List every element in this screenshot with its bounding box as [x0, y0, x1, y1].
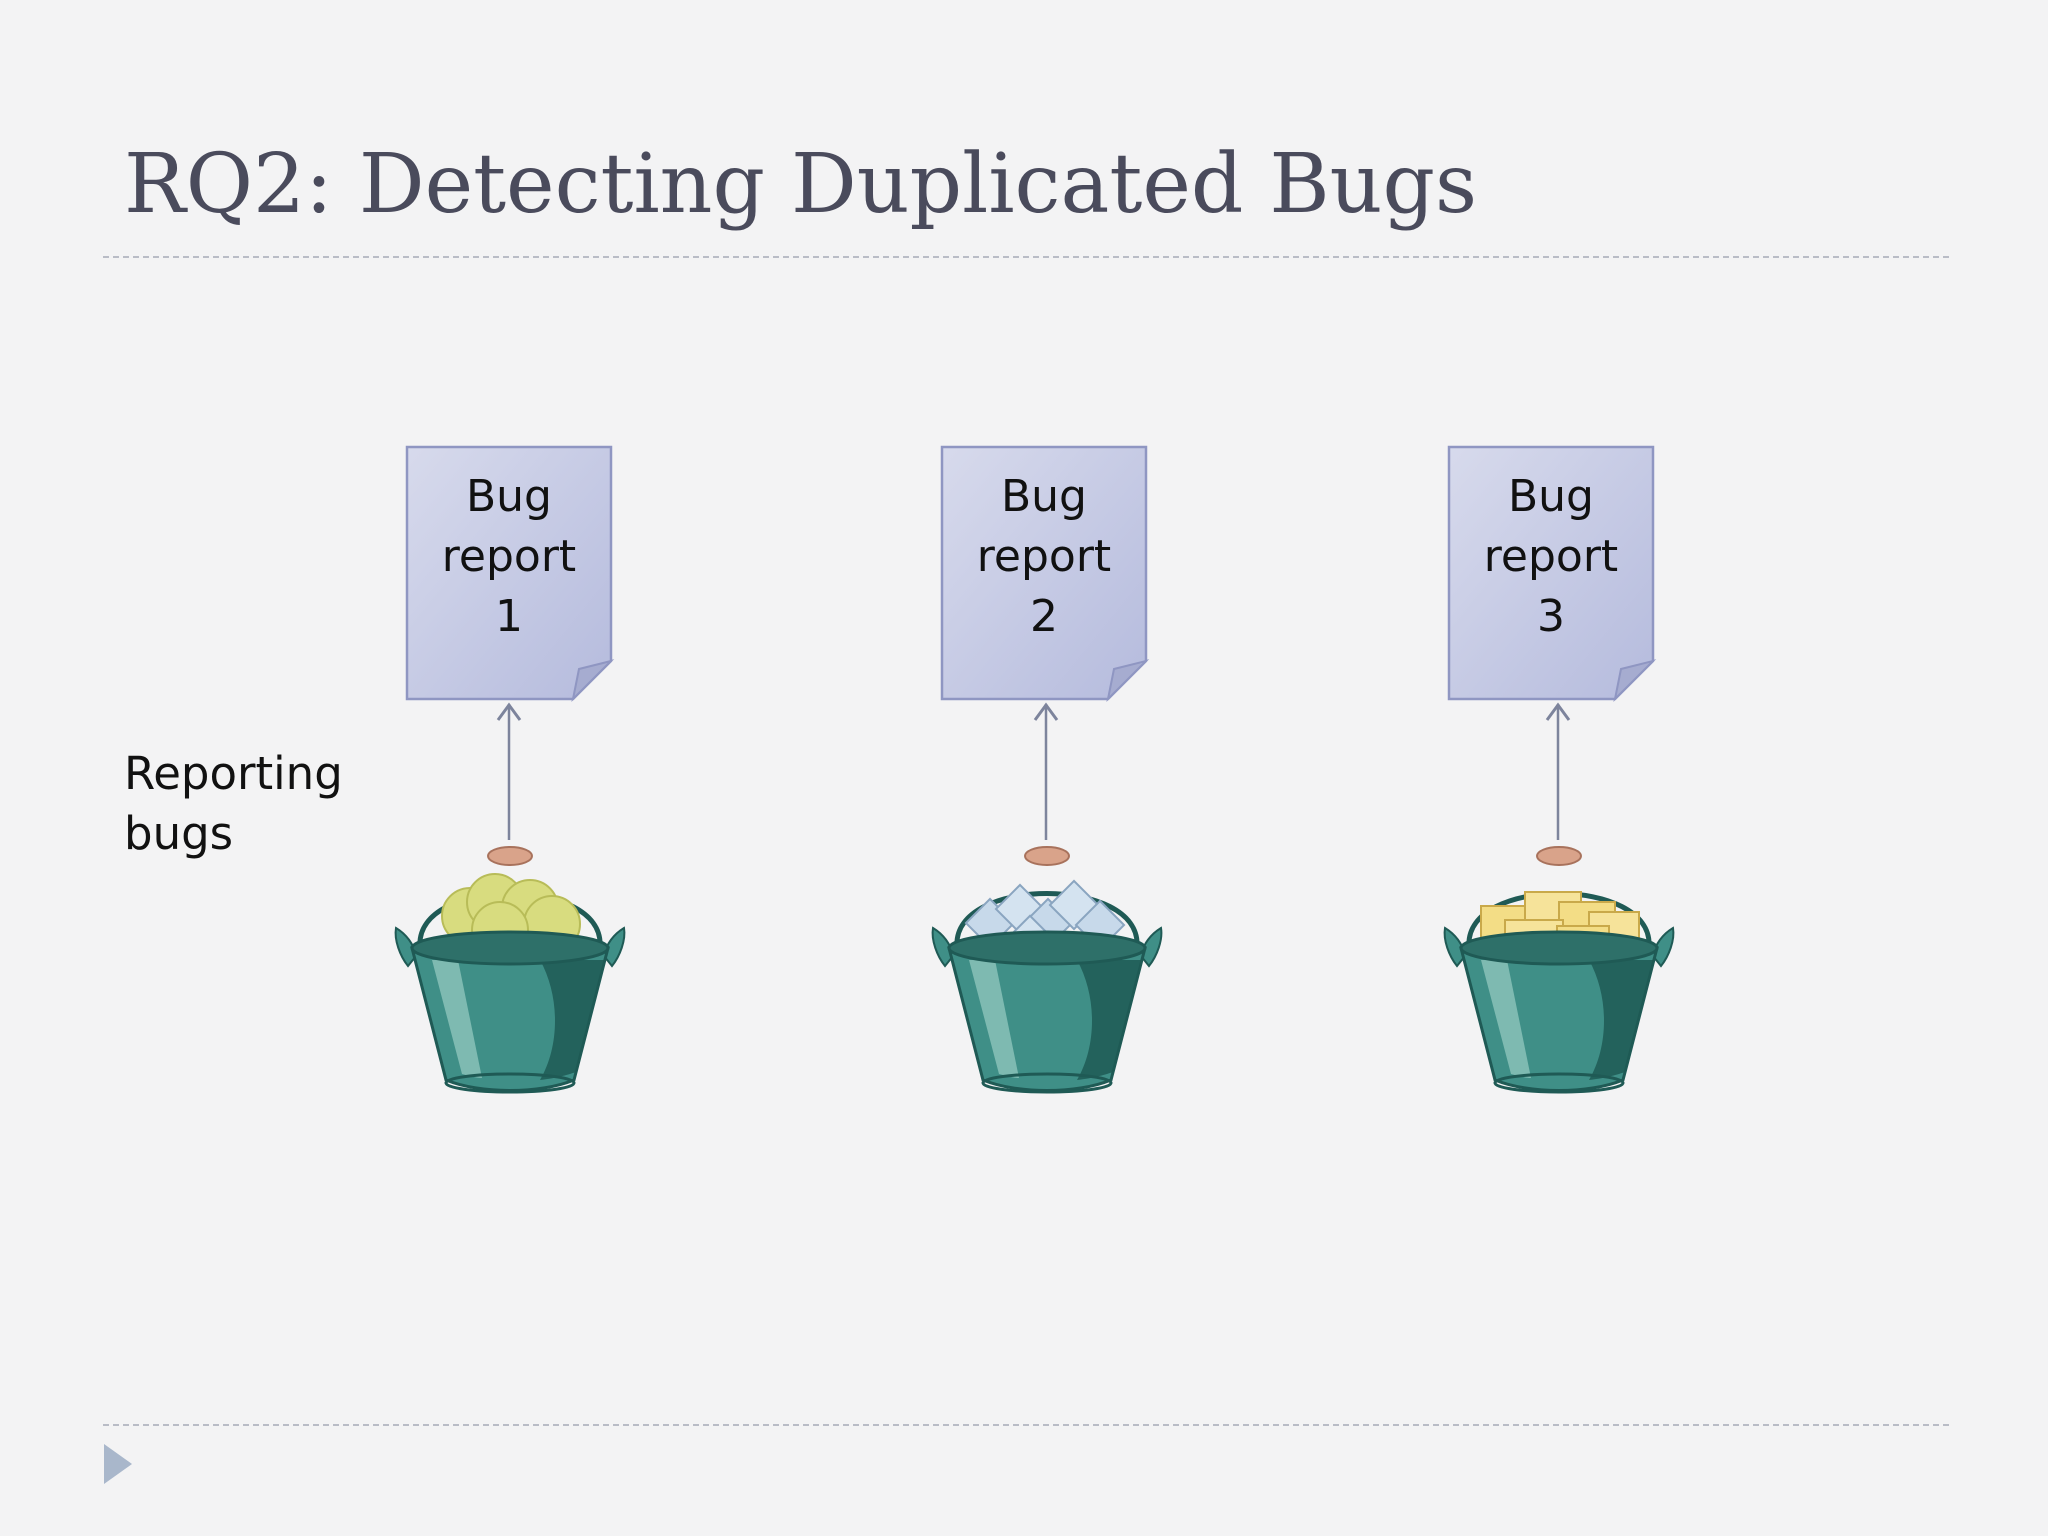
document-line: 2 — [1030, 591, 1058, 642]
triangle-bullet-icon — [104, 1444, 132, 1484]
slide-title: RQ2: Detecting Duplicated Bugs — [124, 137, 1478, 232]
footer-divider — [103, 1424, 1949, 1426]
document-icon — [940, 445, 1150, 703]
bucket-of-balls-icon — [394, 846, 626, 1094]
bucket-of-ice-icon — [931, 846, 1163, 1094]
bug-report-3-document: Bug report 3 — [1445, 443, 1657, 703]
side-label-line: Reporting — [124, 747, 343, 800]
side-label-line: bugs — [124, 807, 234, 860]
document-line: report — [976, 531, 1112, 582]
document-line: Bug — [1000, 471, 1087, 522]
document-line: report — [441, 531, 577, 582]
up-arrow-icon — [1033, 702, 1059, 840]
document-line: Bug — [465, 471, 552, 522]
document-line: 1 — [495, 591, 523, 642]
bug-report-1-document: Bug report 1 — [403, 443, 615, 703]
document-line: report — [1483, 531, 1619, 582]
document-line: 3 — [1537, 591, 1565, 642]
reporting-bugs-label: Reporting bugs — [124, 744, 384, 864]
document-icon — [1447, 445, 1657, 703]
document-line: Bug — [1507, 471, 1594, 522]
title-divider — [103, 256, 1949, 258]
bucket-of-butter-icon — [1443, 846, 1675, 1094]
document-icon — [405, 445, 615, 703]
up-arrow-icon — [1545, 702, 1571, 840]
up-arrow-icon — [496, 702, 522, 840]
bug-report-2-document: Bug report 2 — [938, 443, 1150, 703]
